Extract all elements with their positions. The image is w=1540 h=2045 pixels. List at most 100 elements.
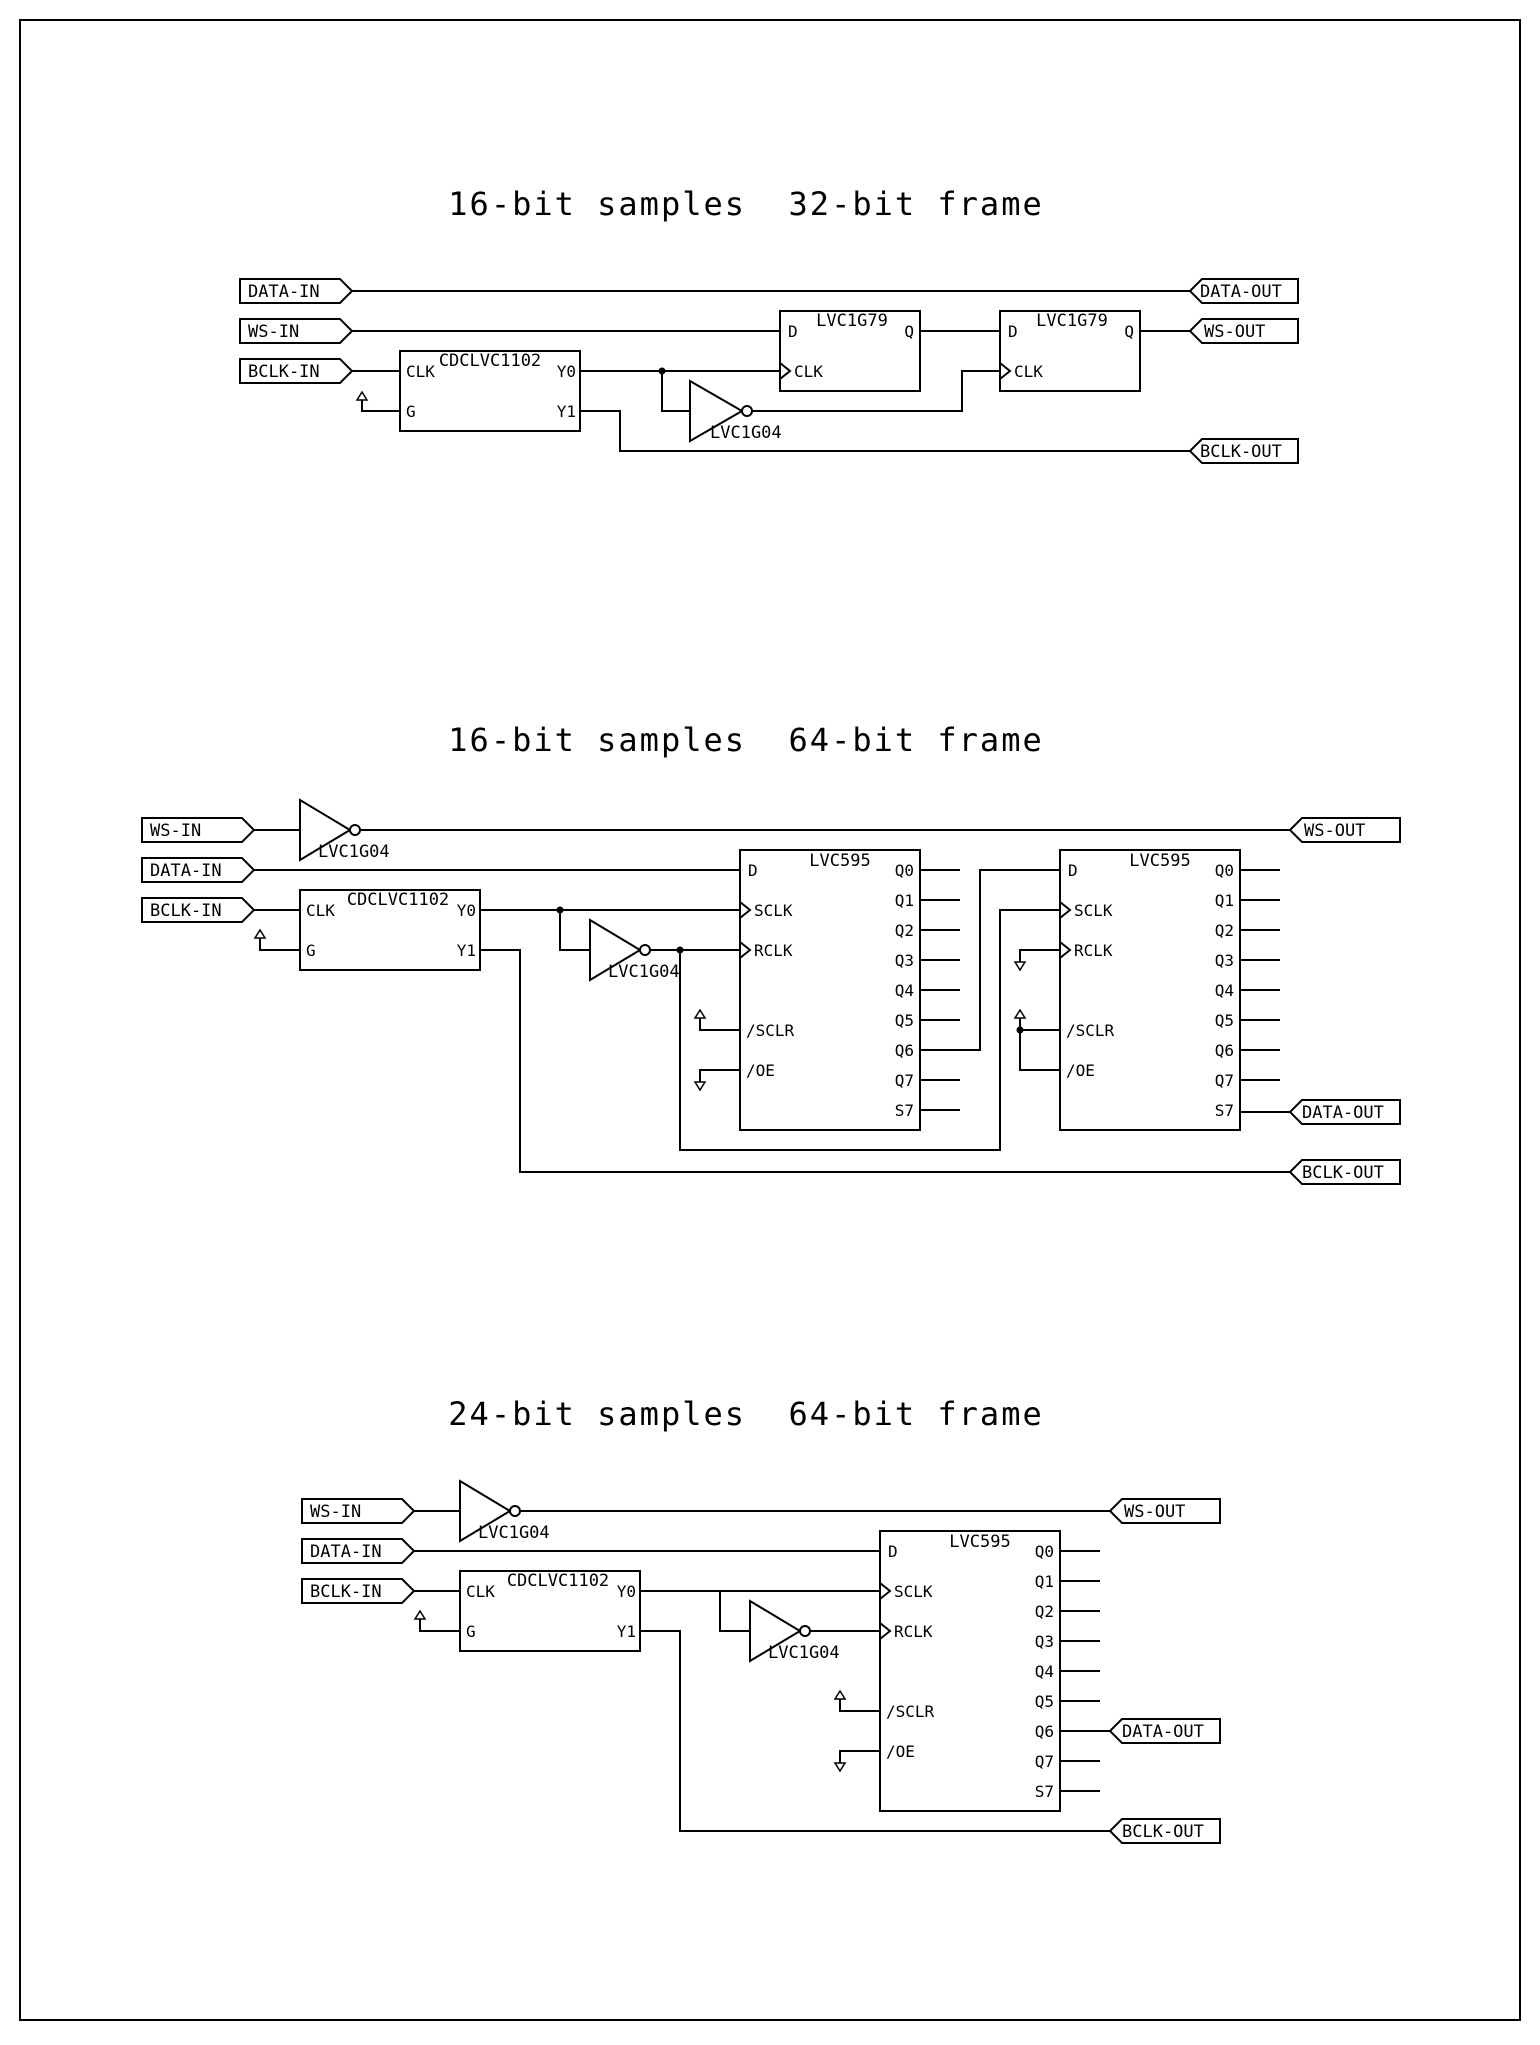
- port-ws-out-2: [1288, 817, 1401, 843]
- port-ws-out-1: [1188, 318, 1299, 344]
- lvc595-c-pin-oe: /OE: [886, 1742, 915, 1761]
- lvc595-a-pin-q7: Q7: [895, 1071, 914, 1090]
- vcc-symbol-2a: [693, 1008, 707, 1019]
- wire-rclk-chain-2: [679, 909, 1060, 1151]
- vcc-symbol-2: [253, 928, 267, 939]
- port-data-out-1-label: DATA-OUT: [1200, 282, 1282, 302]
- lvc595-a-rclk-mark: [739, 941, 752, 959]
- port-bclk-out-3-label: BCLK-OUT: [1122, 1822, 1204, 1842]
- lvc595-b-sclk-mark: [1059, 901, 1072, 919]
- wire-sclr-a: [699, 1018, 740, 1031]
- inverter-ws-2-bubble: [349, 824, 361, 836]
- inverter-ws-2: [299, 798, 352, 862]
- inverter-clk-3-name: LVC1G04: [768, 1643, 840, 1663]
- inverter-clk-2: [589, 918, 642, 982]
- wire-y1-1: [580, 410, 1190, 452]
- lvc1g79-b: [999, 310, 1141, 392]
- lvc595-a: [739, 849, 921, 1131]
- inverter-clk-3-bubble: [799, 1625, 811, 1637]
- port-ws-out-3: [1108, 1498, 1221, 1524]
- port-bclk-out-2: [1288, 1159, 1401, 1185]
- lvc1g79-a-pin-clk: CLK: [794, 362, 823, 381]
- lvc1g79-b-pin-q: Q: [1124, 322, 1134, 341]
- lvc1g79-b-clk-mark: [999, 362, 1012, 380]
- cdclvc1102-1-name: CDCLVC1102: [439, 351, 541, 371]
- lvc595-b-pin-d: D: [1068, 861, 1078, 880]
- inverter-1-name: LVC1G04: [710, 423, 782, 443]
- junction-1: [658, 367, 666, 375]
- lvc1g79-b-pin-clk: CLK: [1014, 362, 1043, 381]
- inverter-ws-3-bubble: [509, 1505, 521, 1517]
- lvc595-a-pin-sclr: /SCLR: [746, 1021, 795, 1040]
- port-ws-in-1: [239, 318, 354, 344]
- port-bclk-out-3: [1108, 1818, 1221, 1844]
- cdclvc1102-3: [459, 1570, 641, 1652]
- inverter-clk-3: [749, 1599, 802, 1663]
- lvc1g79-a: [779, 310, 921, 392]
- cdclvc1102-1-pin-y1: Y1: [557, 402, 576, 421]
- port-bclk-in-2: [141, 897, 256, 923]
- port-data-in-1-label: DATA-IN: [248, 282, 320, 302]
- lvc595-b-pin-oe: /OE: [1066, 1061, 1095, 1080]
- wire-sclr-oe-b: [1019, 1029, 1060, 1071]
- port-ws-in-2: [141, 817, 256, 843]
- lvc1g79-a-name: LVC1G79: [816, 311, 888, 331]
- port-ws-out-2-label: WS-OUT: [1304, 821, 1365, 841]
- cdclvc1102-3-name: CDCLVC1102: [507, 1571, 609, 1591]
- section-title-2: 16-bit samples 64-bit frame: [448, 721, 1043, 759]
- wire-oe-a: [699, 1069, 740, 1082]
- wire-oe-3: [839, 1750, 880, 1763]
- wire-sclr-3: [839, 1699, 880, 1712]
- lvc595-c-pin-q4: Q4: [1035, 1662, 1054, 1681]
- inverter-1: [689, 379, 745, 443]
- cdclvc1102-1: [399, 350, 581, 432]
- lvc595-b-pin-q6: Q6: [1215, 1041, 1234, 1060]
- gnd-symbol-3: [833, 1762, 847, 1773]
- lvc1g79-a-pin-q: Q: [904, 322, 914, 341]
- lvc595-b-pin-q1: Q1: [1215, 891, 1234, 910]
- wire-g-1: [361, 400, 400, 412]
- cdclvc1102-3-pin-clk: CLK: [466, 1582, 495, 1601]
- lvc1g79-a-clk-mark: [779, 362, 792, 380]
- cdclvc1102-3-pin-y0: Y0: [617, 1582, 636, 1601]
- lvc595-b-pin-sclk: SCLK: [1074, 901, 1113, 920]
- section-title-1: 16-bit samples 32-bit frame: [448, 185, 1043, 223]
- vcc-symbol-3a: [833, 1689, 847, 1700]
- sheet-border: [19, 19, 1521, 2021]
- port-data-in-2: [141, 857, 256, 883]
- port-bclk-in-1-label: BCLK-IN: [248, 362, 320, 382]
- lvc595-c-pin-sclr: /SCLR: [886, 1702, 935, 1721]
- lvc595-a-pin-q5: Q5: [895, 1011, 914, 1030]
- lvc595-c-pin-rclk: RCLK: [894, 1622, 933, 1641]
- lvc595-b-rclk-mark: [1059, 941, 1072, 959]
- lvc595-b-name: LVC595: [1129, 851, 1190, 871]
- cdclvc1102-1-pin-clk: CLK: [406, 362, 435, 381]
- cdclvc1102-1-pin-y0: Y0: [557, 362, 576, 381]
- inverter-ws-3: [459, 1479, 512, 1543]
- lvc595-b-pin-q0: Q0: [1215, 861, 1234, 880]
- port-bclk-in-1: [239, 358, 354, 384]
- lvc595-b-pin-s7: S7: [1215, 1101, 1234, 1120]
- port-data-in-1: [239, 278, 354, 304]
- lvc595-a-pin-rclk: RCLK: [754, 941, 793, 960]
- cdclvc1102-2-pin-clk: CLK: [306, 901, 335, 920]
- lvc595-a-pin-q3: Q3: [895, 951, 914, 970]
- port-data-in-3: [301, 1538, 416, 1564]
- section-title-3: 24-bit samples 64-bit frame: [448, 1395, 1043, 1433]
- inverter-ws-3-name: LVC1G04: [478, 1523, 550, 1543]
- lvc595-a-name: LVC595: [809, 851, 870, 871]
- port-data-in-3-label: DATA-IN: [310, 1542, 382, 1562]
- lvc595-a-sclk-mark: [739, 901, 752, 919]
- lvc595-a-pin-d: D: [748, 861, 758, 880]
- port-data-out-2: [1288, 1099, 1401, 1125]
- lvc595-c: [879, 1530, 1061, 1812]
- cdclvc1102-1-pin-g: G: [406, 402, 416, 421]
- wire-inv-in-1: [661, 371, 690, 412]
- port-bclk-out-1: [1188, 438, 1299, 464]
- wire-inv-in-2: [559, 910, 590, 951]
- lvc595-c-pin-sclk: SCLK: [894, 1582, 933, 1601]
- cdclvc1102-2-name: CDCLVC1102: [347, 890, 449, 910]
